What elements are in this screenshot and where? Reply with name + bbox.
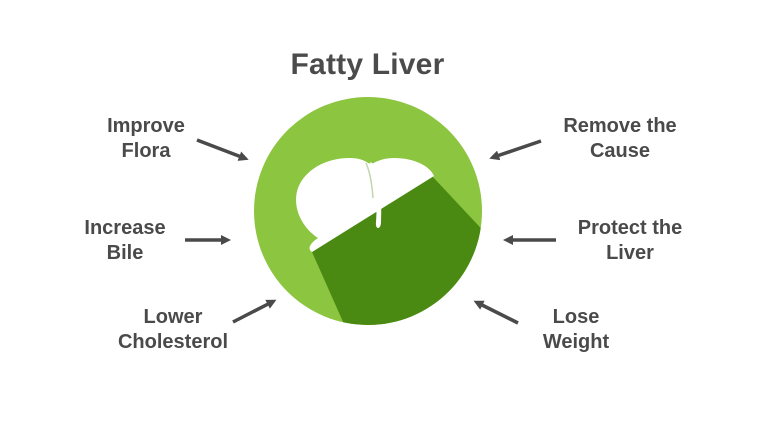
label-lose-weight-line1: Lose bbox=[552, 306, 600, 328]
label-remove-cause: Remove the Cause bbox=[545, 114, 695, 164]
label-lower-cholesterol: Lower Cholesterol bbox=[100, 305, 246, 355]
label-protect-liver-line1: Protect the bbox=[577, 217, 683, 239]
label-lose-weight-line2: Weight bbox=[542, 331, 610, 353]
label-improve-flora-line2: Flora bbox=[121, 140, 171, 162]
label-lower-cholesterol-line2: Cholesterol bbox=[117, 331, 229, 353]
arrow-remove-cause bbox=[489, 139, 542, 161]
label-protect-liver-line2: Liver bbox=[606, 242, 654, 264]
label-improve-flora: Improve Flora bbox=[93, 114, 199, 164]
label-increase-bile: Increase Bile bbox=[72, 216, 178, 266]
label-remove-cause-line1: Remove the bbox=[563, 115, 677, 137]
label-remove-cause-line2: Cause bbox=[589, 140, 651, 162]
arrow-improve-flora bbox=[196, 138, 249, 161]
label-increase-bile-line2: Bile bbox=[106, 242, 144, 264]
arrow-lose-weight bbox=[473, 300, 519, 325]
label-protect-liver: Protect the Liver bbox=[560, 216, 700, 266]
diagram-title: Fatty Liver bbox=[290, 48, 445, 81]
label-lower-cholesterol-line1: Lower bbox=[143, 306, 203, 328]
liver-icon bbox=[296, 158, 434, 252]
label-lose-weight: Lose Weight bbox=[528, 305, 624, 355]
label-increase-bile-line1: Increase bbox=[84, 217, 166, 239]
label-improve-flora-line1: Improve bbox=[107, 115, 185, 137]
arrow-lower-cholesterol bbox=[232, 299, 277, 324]
